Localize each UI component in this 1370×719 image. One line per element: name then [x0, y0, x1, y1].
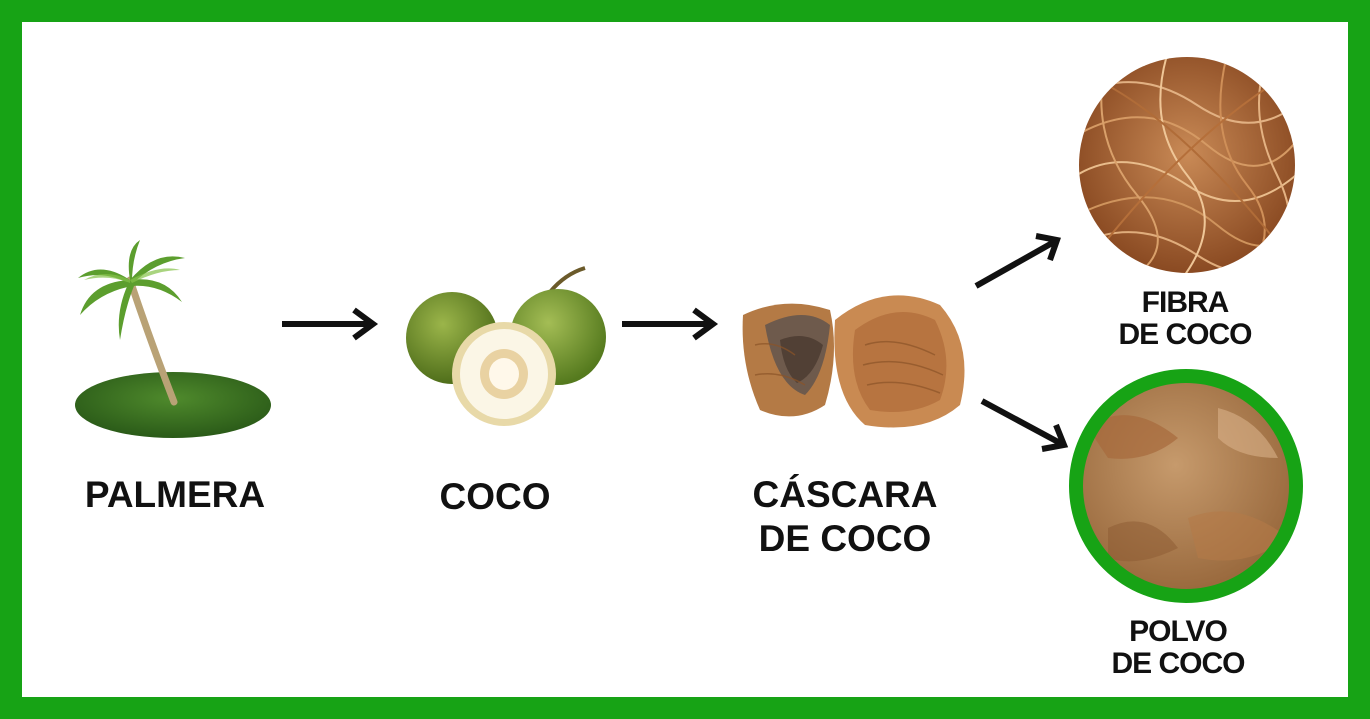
- coconut-fiber-image: [1079, 57, 1295, 273]
- arrow-right-icon: [622, 307, 719, 341]
- label-fibra-de-coco: FIBRA DE COCO: [1118, 286, 1252, 351]
- label-coco: COCO: [439, 476, 551, 517]
- label-polvo-de-coco: POLVO DE COCO: [1111, 615, 1245, 680]
- coconut-image: [406, 266, 606, 426]
- arrow-up-right-icon: [974, 233, 1061, 289]
- label-palmera: PALMERA: [84, 474, 266, 515]
- arrow-right-icon: [282, 307, 379, 341]
- coconut-husk-image: [742, 295, 965, 428]
- coconut-dust-image: [1069, 369, 1303, 603]
- label-cascara-de-coco: CÁSCARA DE COCO: [752, 474, 938, 559]
- arrow-down-right-icon: [980, 398, 1069, 452]
- palm-tree-image: [75, 240, 271, 438]
